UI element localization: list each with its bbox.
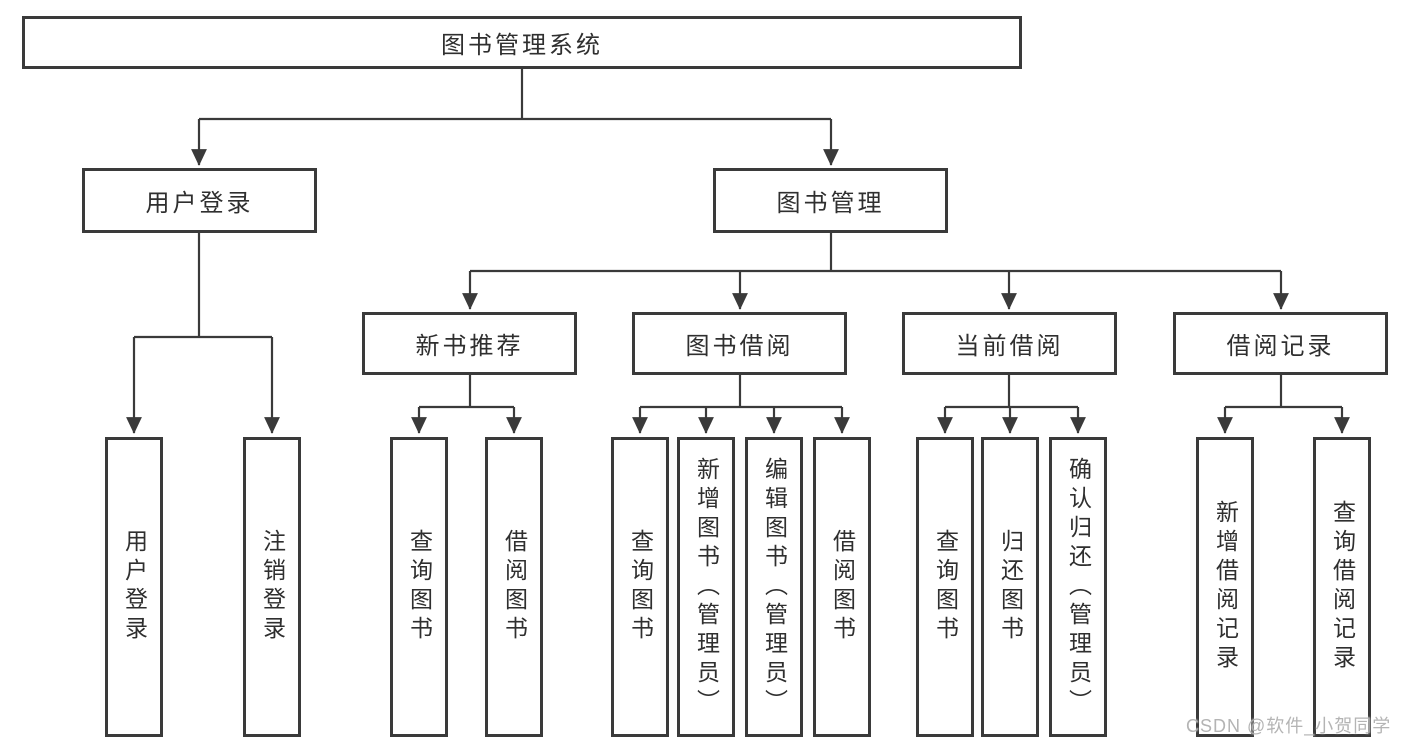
leaf-logout: 注销登录 <box>243 437 301 737</box>
leaf-query-books-recommend: 查询图书 <box>390 437 448 737</box>
leaf-label: 查询借阅记录 <box>1329 500 1356 674</box>
leaf-query-books-current: 查询图书 <box>916 437 974 737</box>
leaf-borrow-books: 借阅图书 <box>813 437 871 737</box>
leaf-label: 用户登录 <box>121 529 148 645</box>
leaf-borrow-books-recommend: 借阅图书 <box>485 437 543 737</box>
leaf-label: 归还图书 <box>997 529 1024 645</box>
node-label: 图书管理系统 <box>441 32 603 59</box>
leaf-label: 查询图书 <box>932 529 959 645</box>
leaf-label: 确认归还（管理员） <box>1065 456 1092 718</box>
node-label: 用户登录 <box>145 190 254 217</box>
leaf-label: 借阅图书 <box>829 529 856 645</box>
leaf-label: 借阅图书 <box>501 529 528 645</box>
node-book-borrowing: 图书借阅 <box>632 312 847 375</box>
node-new-book-recommendation: 新书推荐 <box>362 312 577 375</box>
node-borrowing-records: 借阅记录 <box>1173 312 1388 375</box>
node-label: 借阅记录 <box>1226 333 1335 360</box>
leaf-confirm-return-admin: 确认归还（管理员） <box>1049 437 1107 737</box>
node-label: 当前借阅 <box>955 333 1064 360</box>
csdn-watermark: CSDN @软件_小贺同学 <box>1186 716 1392 736</box>
leaf-add-books-admin: 新增图书（管理员） <box>677 437 735 737</box>
leaf-label: 新增图书（管理员） <box>693 456 720 718</box>
node-label: 图书管理 <box>776 190 885 217</box>
node-label: 新书推荐 <box>415 333 524 360</box>
leaf-label: 查询图书 <box>627 529 654 645</box>
leaf-query-borrow-record: 查询借阅记录 <box>1313 437 1371 737</box>
leaf-label: 查询图书 <box>406 529 433 645</box>
leaf-label: 新增借阅记录 <box>1212 500 1239 674</box>
leaf-user-login: 用户登录 <box>105 437 163 737</box>
leaf-return-books: 归还图书 <box>981 437 1039 737</box>
node-library-management-system: 图书管理系统 <box>22 16 1022 69</box>
leaf-label: 编辑图书（管理员） <box>761 456 788 718</box>
leaf-edit-books-admin: 编辑图书（管理员） <box>745 437 803 737</box>
node-user-login: 用户登录 <box>82 168 317 233</box>
node-label: 图书借阅 <box>685 333 794 360</box>
leaf-add-borrow-record: 新增借阅记录 <box>1196 437 1254 737</box>
node-book-management: 图书管理 <box>713 168 948 233</box>
leaf-query-books-borrowing: 查询图书 <box>611 437 669 737</box>
leaf-label: 注销登录 <box>259 529 286 645</box>
node-current-borrowing: 当前借阅 <box>902 312 1117 375</box>
